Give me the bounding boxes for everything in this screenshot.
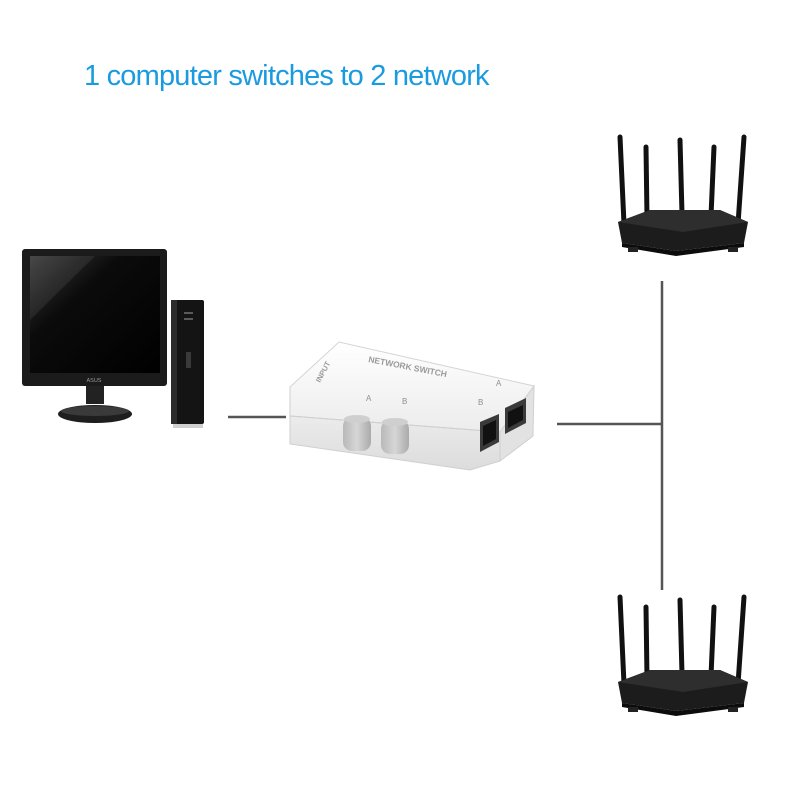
switch-button-b (381, 418, 409, 454)
connection-lines (228, 281, 664, 590)
monitor-brand-label: ASUS (87, 378, 102, 384)
computer-icon: ASUS (22, 249, 204, 428)
rj45-port-b (480, 414, 499, 452)
switch-button-a (343, 415, 371, 451)
switch-button-b-label: B (402, 397, 407, 406)
switch-port-a-label: A (496, 379, 502, 388)
rj45-port-a (505, 398, 526, 434)
diagram-title: 1 computer switches to 2 network (84, 60, 490, 92)
router-bottom-icon (617, 594, 748, 716)
monitor-icon: ASUS (22, 249, 167, 423)
network-switch-icon: NETWORK SWITCH INPUT A B A B (289, 341, 535, 471)
pc-tower-icon (171, 300, 204, 428)
switch-port-b-label: B (478, 398, 483, 407)
switch-button-a-label: A (366, 394, 372, 403)
router-top-icon (617, 134, 748, 256)
